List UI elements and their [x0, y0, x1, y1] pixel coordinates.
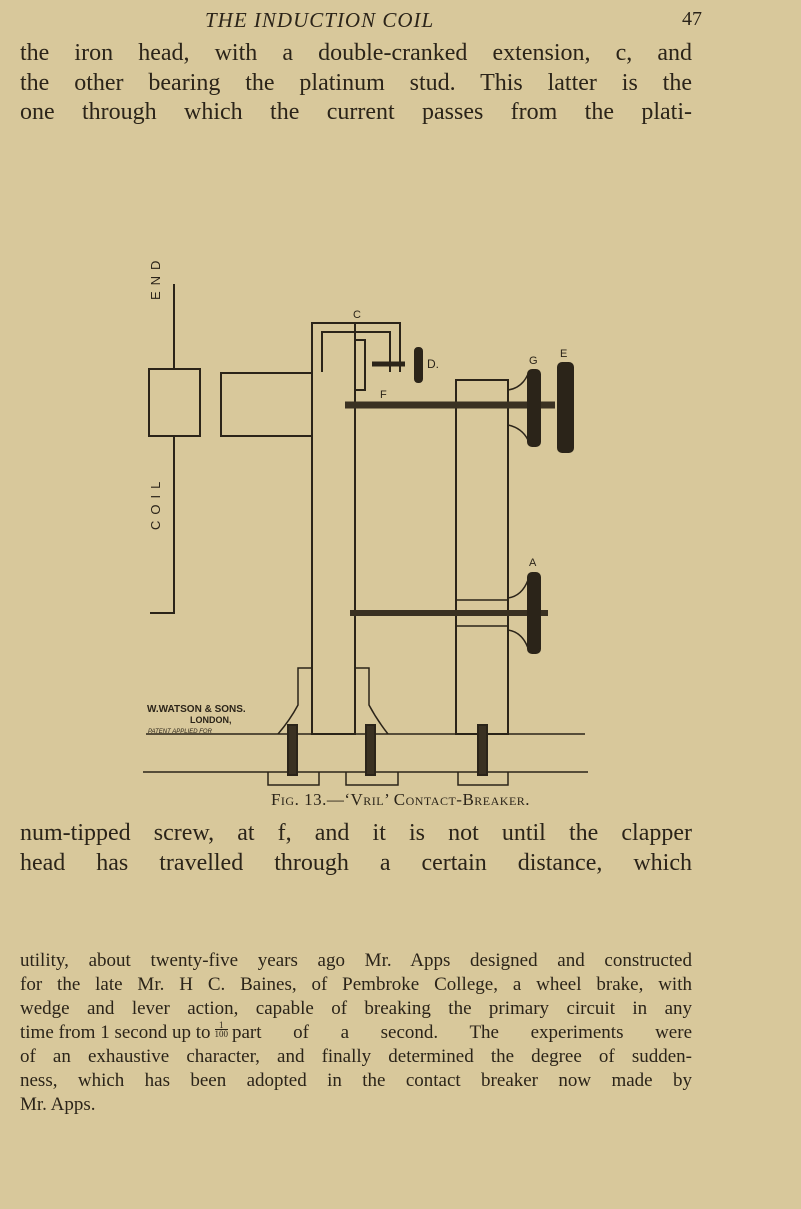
- text-line: ness, which has been adopted in the cont…: [20, 1070, 692, 1091]
- running-header: THE INDUCTION COIL 47: [0, 8, 801, 38]
- label-e: E: [560, 348, 567, 360]
- fraction-numerator: 1: [214, 1021, 228, 1030]
- fraction-denominator: 100: [214, 1029, 229, 1039]
- figure-caption: Fig. 13.—‘Vril’ Contact-Breaker.: [270, 790, 531, 809]
- a-knob: [527, 572, 541, 654]
- maker-name: W.WATSON & SONS.: [147, 704, 246, 715]
- text-line: head has travelled through a certain dis…: [20, 850, 692, 876]
- text-line: utility, about twenty-five years ago Mr.…: [20, 950, 692, 971]
- text-segment: time from 1 second up to: [20, 1022, 211, 1043]
- running-title: THE INDUCTION COIL: [205, 8, 435, 32]
- label-a: A: [529, 557, 537, 569]
- maker-patent: PATENT APPLIED FOR: [148, 729, 213, 735]
- text-segment: part of a second. The experiments were: [232, 1022, 692, 1043]
- text-line: wedge and lever action, capable of break…: [20, 998, 692, 1019]
- maker-city: LONDON,: [190, 715, 232, 725]
- text-line: for the late Mr. H C. Baines, of Pembrok…: [20, 974, 692, 995]
- label-end: END: [148, 255, 163, 300]
- base-screw: [477, 724, 488, 776]
- coil-end-outline: [148, 284, 201, 614]
- iron-head: [220, 372, 313, 437]
- double-cranked-extension: [312, 322, 401, 372]
- text-line: of an exhaustive character, and finally …: [20, 1046, 692, 1067]
- terminal-block: [455, 379, 509, 735]
- e-knob: [557, 362, 574, 453]
- contact-breaker-figure: END COIL C D. F G E A W.WATSON & SONS. L…: [143, 255, 588, 786]
- base-screw: [365, 724, 376, 776]
- text-line: num-tipped screw, at f, and it is not un…: [20, 820, 692, 846]
- page-number: 47: [682, 8, 702, 30]
- label-f: F: [380, 389, 387, 401]
- text-line: Mr. Apps.: [20, 1094, 96, 1115]
- d-knob: [414, 347, 423, 383]
- text-line: the other bearing the platinum stud. Thi…: [20, 70, 692, 96]
- g-knob: [527, 369, 541, 447]
- label-c: C: [353, 309, 361, 321]
- label-d: D.: [427, 357, 439, 371]
- base-screw: [287, 724, 298, 776]
- text-line: the iron head, with a double-cranked ext…: [20, 40, 692, 66]
- label-coil: COIL: [148, 476, 163, 530]
- text-line: one through which the current passes fro…: [20, 99, 692, 125]
- label-g: G: [529, 355, 538, 367]
- clapper-pillar: [311, 322, 356, 735]
- armature-strip: [354, 339, 366, 391]
